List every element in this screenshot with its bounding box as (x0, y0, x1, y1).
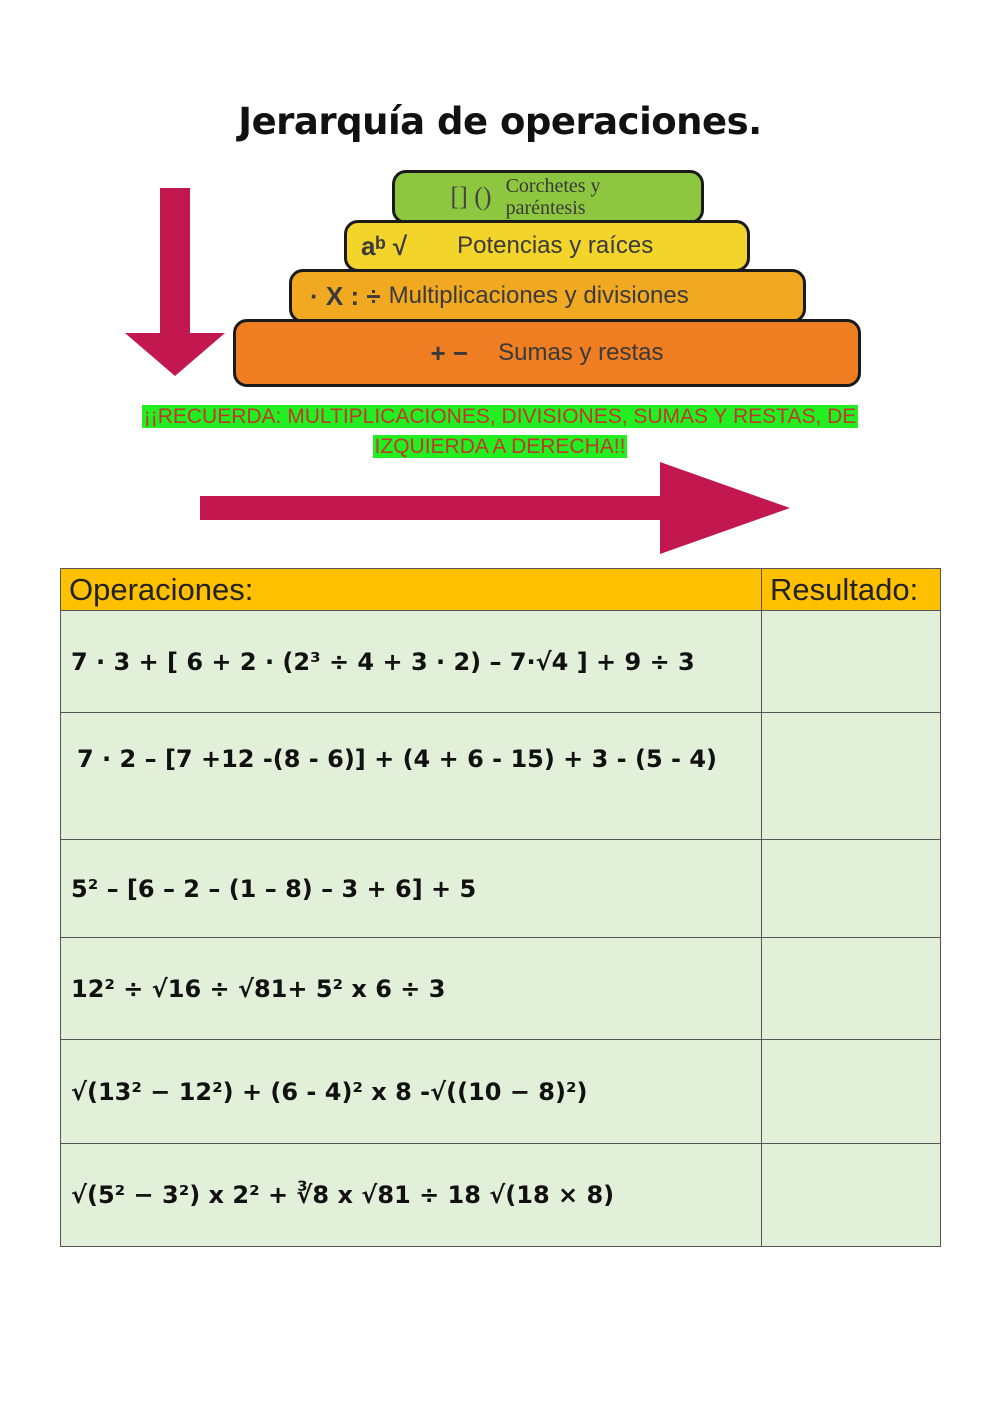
pyramid-level-multiplication: · X : ÷ Multiplicaciones y divisiones (289, 269, 806, 323)
operation-cell: 5² – [6 – 2 – (1 – 8) – 3 + 6] + 5 (60, 839, 762, 938)
result-cell[interactable] (761, 712, 941, 840)
header-result: Resultado: (761, 568, 941, 611)
operation-cell: 12² ÷ √16 ÷ √81+ 5² x 6 ÷ 3 (60, 937, 762, 1040)
header-operations: Operaciones: (60, 568, 762, 611)
reminder-note: ¡¡RECUERDA: MULTIPLICACIONES, DIVISIONES… (141, 405, 859, 458)
operation-cell: √(5² − 3²) x 2² + ∛8 x √81 ÷ 18 √(18 × 8… (60, 1143, 762, 1247)
arrow-down-icon (125, 188, 225, 376)
result-cell[interactable] (761, 1143, 941, 1247)
result-cell[interactable] (761, 1039, 941, 1144)
pyramid-level-powers: aᵇ √ Potencias y raíces (344, 220, 750, 272)
table-row: √(5² − 3²) x 2² + ∛8 x √81 ÷ 18 √(18 × 8… (60, 1143, 941, 1247)
operations-table: Operaciones: Resultado: 7 · 3 + [ 6 + 2 … (60, 568, 941, 1247)
result-cell[interactable] (761, 937, 941, 1040)
page-title: Jerarquía de operaciones. (238, 100, 762, 143)
arrow-right-icon (200, 462, 790, 554)
operation-cell: 7 · 3 + [ 6 + 2 · (2³ ÷ 4 + 3 · 2) – 7·√… (60, 610, 762, 713)
result-cell[interactable] (761, 610, 941, 713)
table-row: 5² – [6 – 2 – (1 – 8) – 3 + 6] + 5 (60, 839, 941, 938)
table-row: 12² ÷ √16 ÷ √81+ 5² x 6 ÷ 3 (60, 937, 941, 1040)
operation-cell: 7 · 2 – [7 +12 -(8 - 6)] + (4 + 6 - 15) … (60, 712, 762, 840)
pyramid-level-brackets: [] () Corchetes y paréntesis (392, 170, 704, 224)
table-row: 7 · 3 + [ 6 + 2 · (2³ ÷ 4 + 3 · 2) – 7·√… (60, 610, 941, 713)
table-row: 7 · 2 – [7 +12 -(8 - 6)] + (4 + 6 - 15) … (60, 712, 941, 840)
table-row: √(13² − 12²) + (6 - 4)² x 8 -√((10 − 8)²… (60, 1039, 941, 1144)
pyramid-level-addition: + − Sumas y restas (233, 319, 861, 387)
result-cell[interactable] (761, 839, 941, 938)
operation-cell: √(13² − 12²) + (6 - 4)² x 8 -√((10 − 8)²… (60, 1039, 762, 1144)
